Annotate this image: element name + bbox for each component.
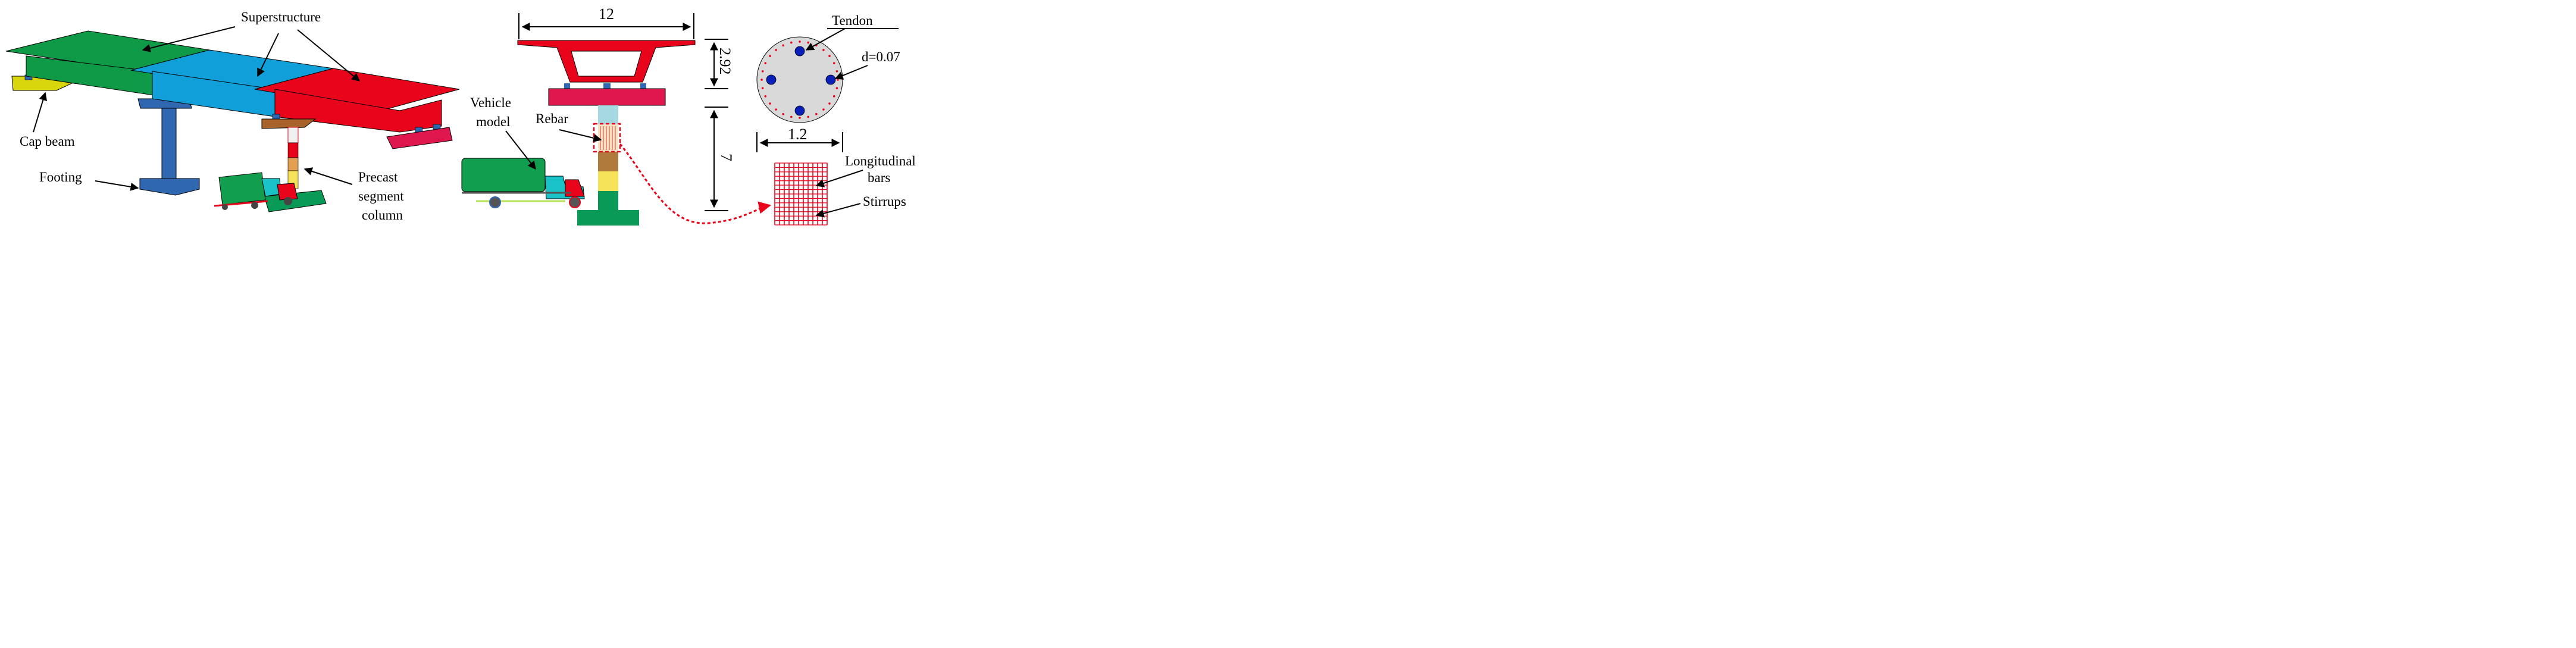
label-vehicle-2: model <box>476 114 511 129</box>
label-rebar: Rebar <box>536 111 568 126</box>
label-longitudinal-2: bars <box>868 170 890 185</box>
arrow-superstructure-3 <box>297 29 361 82</box>
label-precast-2: segment <box>358 189 404 204</box>
longitudinal-bar-dot <box>807 115 809 118</box>
longitudinal-bar-dot <box>837 79 839 81</box>
longitudinal-bar-dot <box>835 70 838 73</box>
arrow-footing <box>95 180 139 191</box>
dim-292: 2.92 <box>716 48 734 75</box>
longitudinal-bar-dot <box>832 62 835 64</box>
longitudinal-bar-dot <box>835 87 838 89</box>
dim-7: 7 <box>718 154 735 161</box>
longitudinal-bar-dot <box>764 62 767 64</box>
dim-diameter: 1.2 <box>788 126 807 143</box>
label-precast-1: Precast <box>358 170 398 184</box>
arrow-vehicle <box>505 130 536 170</box>
tendon-dot <box>766 74 777 85</box>
longitudinal-bar-dot <box>782 44 784 47</box>
longitudinal-bar-dot <box>799 117 801 119</box>
pier-cap-elevation <box>548 88 666 106</box>
column-cross-section: Tendon d=0.07 1.2 Longitudinal bars Stir… <box>756 13 916 226</box>
arrow-rebar <box>559 129 602 142</box>
longitudinal-bar-dot <box>828 102 831 105</box>
longitudinal-bar-dot <box>764 95 767 98</box>
longitudinal-bar-dot <box>790 115 793 118</box>
longitudinal-bar-dots <box>760 40 839 119</box>
arrow-superstructure-2 <box>257 33 279 77</box>
footing-shape <box>139 178 200 196</box>
bearing-pad <box>433 124 441 130</box>
arrow-stirrups <box>815 203 861 218</box>
arrow-cap-beam <box>33 92 48 133</box>
longitudinal-bar-dot <box>815 112 818 115</box>
longitudinal-bar-dot <box>807 41 809 44</box>
longitudinal-bar-dot <box>769 102 771 105</box>
label-tendon-d: d=0.07 <box>862 49 900 64</box>
arrow-longitudinal <box>815 170 863 187</box>
longitudinal-bar-dot <box>832 95 835 98</box>
tendon-dot <box>794 105 805 116</box>
tendon-dot <box>825 74 836 85</box>
bearing-pad <box>272 114 280 120</box>
label-stirrups: Stirrups <box>863 194 906 209</box>
label-tendon: Tendon <box>832 13 873 28</box>
arrow-precast <box>303 167 353 185</box>
longitudinal-bar-dot <box>822 108 825 111</box>
column-seg-yellow <box>598 171 618 191</box>
label-vehicle-1: Vehicle <box>470 95 511 110</box>
arrow-superstructure-1 <box>142 26 236 52</box>
bridge-figure: Superstructure Cap beam Footing Precast … <box>5 5 916 226</box>
longitudinal-bar-dot <box>799 40 801 43</box>
precast-column <box>287 127 299 189</box>
precast-cap <box>261 118 317 129</box>
truck-small <box>214 172 298 210</box>
longitudinal-bar-dot <box>775 49 777 51</box>
longitudinal-bar-dot <box>782 112 784 115</box>
footing-elevation <box>577 210 639 226</box>
arrow-tendon-d <box>834 65 868 80</box>
dim-12: 12 <box>599 5 614 23</box>
longitudinal-bar-dot <box>769 55 771 57</box>
tendon-dot <box>794 46 805 57</box>
column-seg-cyan <box>598 105 618 124</box>
longitudinal-bar-dot <box>761 70 764 73</box>
label-longitudinal-1: Longitudinal <box>845 154 916 168</box>
label-precast-3: column <box>362 208 403 223</box>
longitudinal-bar-dot <box>760 79 763 81</box>
vehicle-model <box>461 158 585 208</box>
longitudinal-bar-dot <box>828 55 831 57</box>
label-superstructure: Superstructure <box>241 10 321 24</box>
column-seg-brown <box>598 152 618 171</box>
column-seg-green <box>598 191 618 210</box>
box-girder <box>517 40 696 83</box>
longitudinal-bar-dot <box>775 108 777 111</box>
longitudinal-bar-dot <box>822 49 825 51</box>
detail-link-arrow <box>619 143 772 224</box>
arrow-tendon <box>805 28 846 51</box>
rebar-cage-detail <box>774 162 828 226</box>
bridge-elevation: 12 2.92 7 <box>461 5 772 226</box>
pier-cap-pink <box>386 127 453 149</box>
bridge-3d-model: Superstructure Cap beam Footing Precast … <box>5 10 460 223</box>
label-cap-beam: Cap beam <box>20 134 75 149</box>
longitudinal-bar-dot <box>790 41 793 44</box>
longitudinal-bar-dot <box>761 87 764 89</box>
pier-column <box>161 104 177 182</box>
section-circle <box>756 36 843 123</box>
rebar-highlight-box <box>593 123 621 153</box>
label-footing: Footing <box>39 170 82 184</box>
